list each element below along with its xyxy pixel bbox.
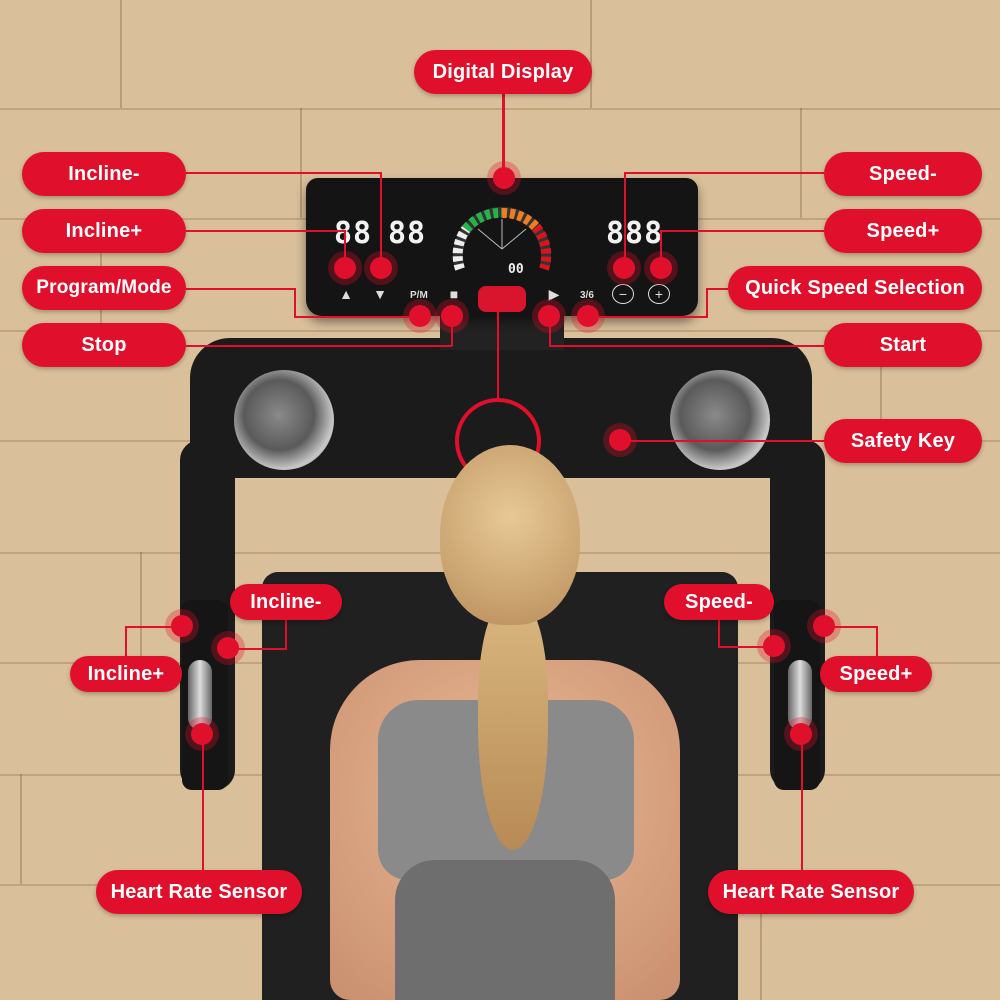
right-heart-rate-plate — [788, 660, 812, 730]
right-display: 888 — [606, 216, 664, 251]
speed-plus-hotspot — [650, 257, 672, 279]
stop-button-icon[interactable]: ■ — [449, 286, 459, 302]
incline-down-button-icon[interactable]: ▼ — [373, 286, 387, 302]
callout-quick-speed-selection: Quick Speed Selection — [728, 266, 982, 310]
callout-speed-minus-handle: Speed- — [664, 584, 774, 620]
runner-leggings — [395, 860, 615, 1000]
right-cup-holder — [670, 370, 770, 470]
stop-hotspot — [441, 305, 463, 327]
digital-display-hotspot — [493, 167, 515, 189]
left-cup-holder — [234, 370, 334, 470]
callout-incline-plus-handle: Incline+ — [70, 656, 182, 692]
callout-safety-key: Safety Key — [824, 419, 982, 463]
callout-program-mode: Program/Mode — [22, 266, 186, 310]
start-hotspot — [538, 305, 560, 327]
runner-head — [440, 445, 580, 625]
incline-minus-hotspot — [370, 257, 392, 279]
handle-speed-minus-hotspot — [763, 635, 785, 657]
speed-minus-button-icon[interactable]: − — [612, 284, 634, 304]
incline-plus-hotspot — [334, 257, 356, 279]
safety-key-hotspot — [609, 429, 631, 451]
right-heart-rate-hotspot — [790, 723, 812, 745]
callout-speed-minus-top: Speed- — [824, 152, 982, 196]
speed-plus-button-icon[interactable]: + — [648, 284, 670, 304]
callout-heart-rate-right: Heart Rate Sensor — [708, 870, 914, 914]
left-display-1: 88 — [334, 216, 373, 251]
speed-minus-hotspot — [613, 257, 635, 279]
start-button-icon[interactable]: ▶ — [548, 286, 560, 302]
left-display-2: 88 — [388, 216, 427, 251]
callout-digital-display: Digital Display — [414, 50, 592, 94]
gauge-center-display: 00 — [508, 262, 524, 277]
callout-stop: Stop — [22, 323, 186, 367]
callout-start: Start — [824, 323, 982, 367]
quick-speed-button-label[interactable]: 3/6 — [580, 290, 594, 301]
quick-speed-hotspot — [577, 305, 599, 327]
callout-speed-plus-top: Speed+ — [824, 209, 982, 253]
safety-key-slot[interactable] — [478, 286, 526, 312]
callout-incline-minus-top: Incline- — [22, 152, 186, 196]
program-mode-button-label[interactable]: P/M — [410, 290, 428, 301]
incline-up-button-icon[interactable]: ▲ — [339, 286, 353, 302]
handle-incline-plus-hotspot — [171, 615, 193, 637]
handle-speed-plus-hotspot — [813, 615, 835, 637]
callout-speed-plus-handle: Speed+ — [820, 656, 932, 692]
callout-incline-minus-handle: Incline- — [230, 584, 342, 620]
left-heart-rate-plate — [188, 660, 212, 730]
handle-incline-minus-hotspot — [217, 637, 239, 659]
left-heart-rate-hotspot — [191, 723, 213, 745]
speed-gauge-icon — [452, 206, 552, 271]
runner-ponytail — [478, 600, 548, 850]
program-mode-hotspot — [409, 305, 431, 327]
callout-heart-rate-left: Heart Rate Sensor — [96, 870, 302, 914]
callout-incline-plus-top: Incline+ — [22, 209, 186, 253]
